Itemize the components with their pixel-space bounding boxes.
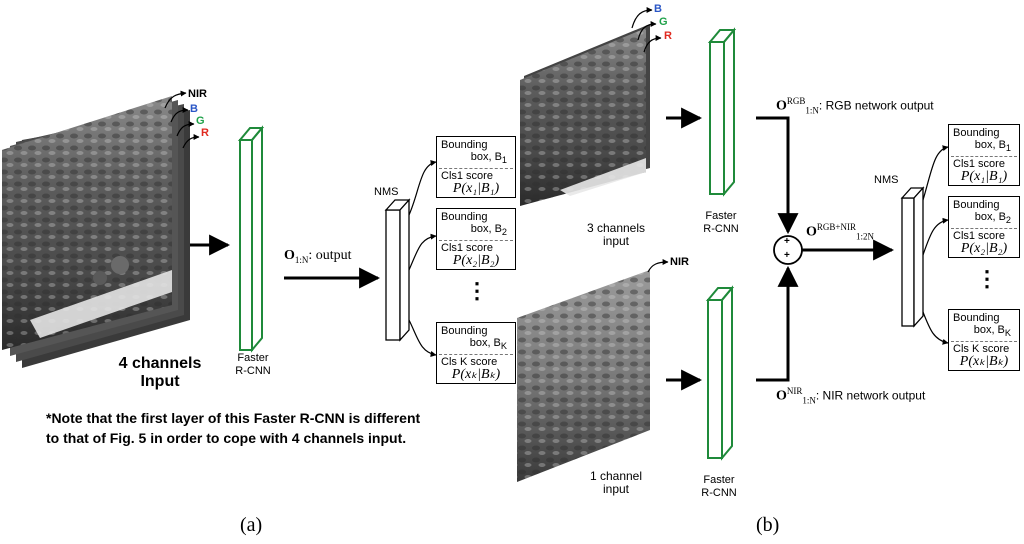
panel-b-rgb-channel-arrows (631, 7, 662, 53)
channel-label-b-b: B (654, 3, 662, 15)
panel-a-image-stack (2, 96, 190, 368)
sum-plus-bottom: + (784, 250, 790, 261)
channel-label-r-b: R (664, 30, 672, 42)
white-floor-strip (30, 270, 172, 338)
merged-output-label: ORGB+NIR1:2N (806, 222, 874, 242)
faster-rcnn-block-b-rgb (707, 27, 737, 197)
panel-b-rgb-image (520, 24, 650, 206)
nir-output-label: ONIR1:N: NIR network output (776, 386, 926, 406)
channel-label-g-a: G (196, 115, 205, 127)
arrow-nir-output-to-sum (756, 265, 799, 382)
faster-rcnn-label-b-nir: Faster R-CNN (701, 474, 737, 499)
detection-box-b-1: Bounding box, B1 Cls1 score P(x₁|B₁) (948, 124, 1020, 187)
ellipsis-a: ⋮ (466, 278, 488, 303)
channel-label-r-a: R (201, 127, 209, 139)
sum-plus-top: + (784, 236, 790, 247)
pepper-fruit (111, 256, 129, 274)
detection-box-a-1: Bounding box, B1 Cls1 score P(x₁|B₁) (436, 136, 516, 199)
caption-b: (b) (756, 514, 780, 536)
nms-block-b (900, 186, 925, 328)
faster-rcnn-label-b-rgb: Faster R-CNN (703, 210, 739, 235)
nms-to-box-arrows-a (408, 160, 437, 357)
pepper-fruit (93, 271, 107, 285)
nms-to-box-arrows-b (922, 145, 949, 345)
detection-box-a-k: Bounding box, BK Cls K score P(xₖ|Bₖ) (436, 322, 516, 385)
rgb-input-label: 3 channels input (586, 221, 646, 248)
channel-label-nir-b: NIR (670, 256, 689, 268)
channel-label-g-b: G (659, 16, 668, 28)
arrow-rgb-output-to-sum (756, 116, 799, 235)
detection-box-b-2: Bounding box, B2 Cls1 score P(x₂|B₂) (948, 196, 1020, 259)
nir-input-label: 1 channel input (589, 469, 643, 496)
caption-a: (a) (240, 514, 263, 536)
faster-rcnn-block-b-nir (705, 285, 735, 461)
detection-box-a-2: Bounding box, B2 Cls1 score P(x₂|B₂) (436, 208, 516, 271)
detection-box-b-k: Bounding box, BK Cls K score P(xₖ|Bₖ) (948, 309, 1020, 372)
faster-rcnn-block-a (237, 125, 265, 353)
nms-label-b: NMS (874, 174, 899, 186)
note-text: *Note that the first layer of this Faste… (46, 410, 421, 446)
nms-label-a: NMS (374, 186, 399, 198)
nir-channel-arrow (647, 259, 669, 273)
panel-a-channel-arrows (164, 90, 200, 149)
nms-block-a (384, 198, 411, 342)
channel-label-b-a: B (190, 103, 198, 115)
channel-label-nir-a: NIR (188, 88, 207, 100)
input-label-a: 4 channels Input (118, 355, 202, 390)
rgb-output-label: ORGB1:N: RGB network output (776, 96, 934, 116)
panel-b-nir-image (517, 270, 650, 482)
ellipsis-b: ⋮ (976, 266, 998, 291)
output-label-a: O1:N: output (284, 248, 352, 265)
faster-rcnn-label-a: Faster R-CNN (235, 352, 271, 377)
